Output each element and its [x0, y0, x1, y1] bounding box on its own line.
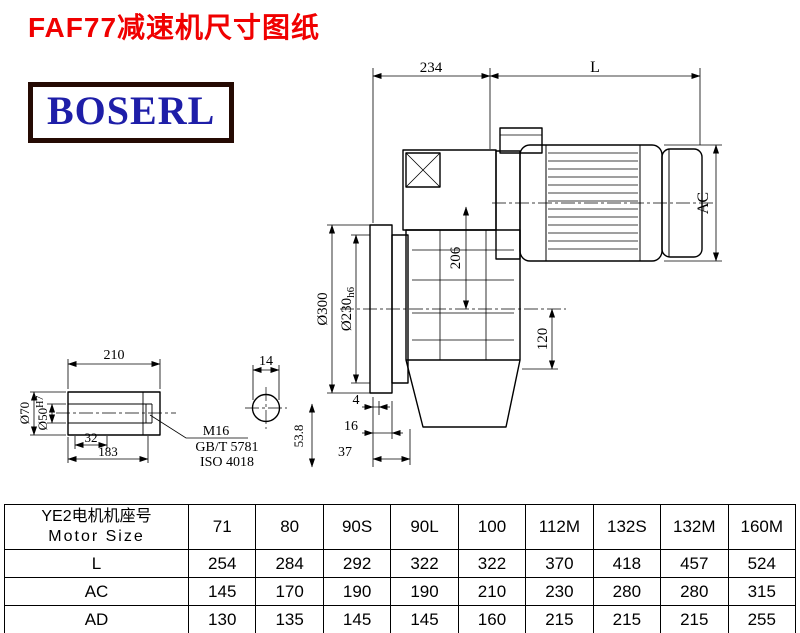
dim-120-label: 120: [535, 328, 551, 351]
table-cell: 322: [457, 549, 527, 578]
table-cell: 418: [592, 549, 662, 578]
table-cell: 190: [322, 577, 392, 606]
table-cell: 135: [255, 605, 324, 633]
thread-label: M16: [203, 424, 229, 439]
dim-183-label: 183: [98, 444, 118, 459]
table-row-AC: AC 145 170 190 190 210 230 280 280 315: [4, 577, 796, 606]
thread-standard-label: GB/T 5781: [195, 440, 258, 455]
table-header-row: YE2电机机座号 Motor Size 71 80 90S 90L 100 11…: [4, 504, 796, 550]
table-cell: 145: [187, 577, 257, 606]
fan-cover: [661, 148, 703, 258]
flange-hub: [391, 234, 409, 384]
terminal-box: [499, 127, 543, 154]
table-cell: 160: [457, 605, 527, 633]
brand-logo-text: BOSERL: [47, 88, 216, 133]
dim-234-label: 234: [420, 60, 443, 76]
dim-AC-label: AC: [695, 192, 712, 214]
dim-spigot-value: Ø230: [339, 298, 355, 331]
input-housing: [402, 149, 497, 231]
table-cell: 255: [727, 605, 796, 633]
dim-bore-tolerance: H7: [35, 396, 46, 408]
table-cell: 215: [660, 605, 729, 633]
page-title: FAF77减速机尺寸图纸: [28, 12, 321, 43]
dim-L-label: L: [590, 59, 600, 76]
dim-spigot-label: Ø230h6: [339, 286, 357, 331]
table-row-L: L 254 284 292 322 322 370 418 457 524: [4, 549, 796, 578]
table-cell: 457: [660, 549, 729, 578]
dimensions-table: YE2电机机座号 Motor Size 71 80 90S 90L 100 11…: [4, 504, 796, 633]
hollow-shaft: [67, 391, 161, 436]
dim-53-8-label: 53.8: [291, 425, 306, 448]
dim-spigot-tolerance: h6: [345, 286, 357, 298]
motor-fins: [548, 152, 638, 250]
motor-size-col: 100: [457, 504, 527, 550]
dim-210-label: 210: [104, 348, 125, 363]
motor-size-col: 160M: [727, 504, 796, 550]
housing-base: [405, 359, 521, 428]
dimension-labels: 234 L AC 206 Ø300 Ø230h6 120 210 14 Ø70 …: [17, 59, 712, 470]
table-cell: 322: [390, 549, 459, 578]
thread-leader-line: [149, 414, 248, 439]
motor-adapter: [495, 150, 521, 260]
eyebolt-plate: [405, 152, 441, 188]
table-cell: 190: [390, 577, 459, 606]
table-row-AD: AD 130 135 145 145 160 215 215 215 255: [4, 605, 796, 633]
table-cell: 284: [255, 549, 324, 578]
dim-14-label: 14: [259, 354, 273, 369]
brand-logo: BOSERL: [28, 82, 235, 143]
dim-shaft-od-label: Ø70: [17, 402, 32, 424]
table-cell: 370: [525, 549, 594, 578]
row-label: AD: [4, 605, 189, 633]
dimension-lines: [30, 68, 722, 468]
motor-size-col: 90L: [390, 504, 459, 550]
dim-37-label: 37: [338, 445, 352, 460]
centerlines: [56, 202, 714, 429]
table-cell: 215: [525, 605, 594, 633]
motor-size-header-cn: YE2电机机座号: [41, 508, 152, 525]
dim-bore-label: Ø50H7: [35, 396, 50, 431]
motor-size-header-cell: YE2电机机座号 Motor Size: [4, 504, 189, 550]
dim-16-label: 16: [344, 419, 358, 434]
dim-4-label: 4: [353, 393, 360, 408]
motor-size-col: 71: [187, 504, 257, 550]
dim-32-label: 32: [85, 430, 98, 445]
motor-size-col: 80: [255, 504, 324, 550]
dim-206-label: 206: [448, 246, 464, 269]
table-cell: 280: [660, 577, 729, 606]
table-cell: 130: [187, 605, 257, 633]
table-cell: 215: [592, 605, 662, 633]
technical-drawing: 234 L AC 206 Ø300 Ø230h6 120 210 14 Ø70 …: [17, 59, 722, 470]
motor-size-col: 132S: [592, 504, 662, 550]
table-cell: 315: [727, 577, 796, 606]
row-label: AC: [4, 577, 189, 606]
motor-size-col: 90S: [322, 504, 392, 550]
shaft-section: [251, 393, 281, 423]
thread-iso-label: ISO 4018: [200, 455, 254, 470]
motor-size-header-en: Motor Size: [48, 528, 145, 545]
table-cell: 292: [322, 549, 392, 578]
dim-flange-od-label: Ø300: [315, 292, 331, 325]
table-cell: 145: [322, 605, 392, 633]
table-cell: 230: [525, 577, 594, 606]
motor-size-col: 132M: [660, 504, 729, 550]
motor-size-col: 112M: [525, 504, 594, 550]
machine-outline: [67, 127, 703, 436]
table-cell: 254: [187, 549, 257, 578]
dim-bore-value: Ø50: [35, 408, 50, 430]
table-cell: 210: [457, 577, 527, 606]
table-cell: 280: [592, 577, 662, 606]
table-cell: 145: [390, 605, 459, 633]
table-cell: 170: [255, 577, 324, 606]
row-label: L: [4, 549, 189, 578]
table-cell: 524: [727, 549, 796, 578]
